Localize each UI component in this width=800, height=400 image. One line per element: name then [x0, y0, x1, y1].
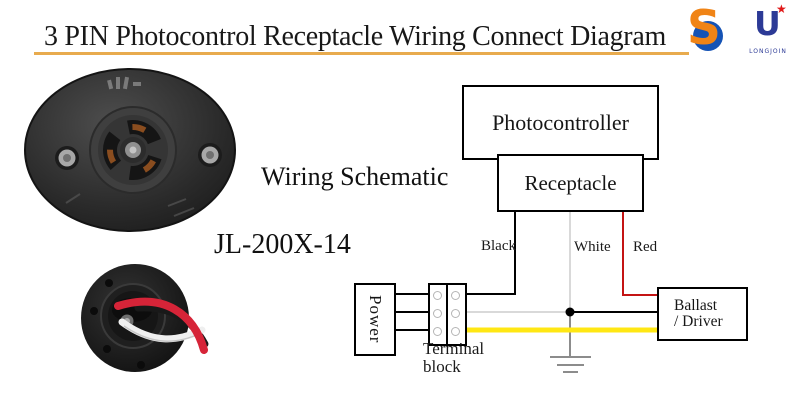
red-wire: [622, 208, 657, 296]
ballast-label-line1: Ballast: [674, 296, 718, 314]
terminal-hole: [451, 291, 460, 300]
company-swirl-logo: S: [684, 1, 732, 58]
terminal-hole: [433, 291, 442, 300]
power-box: Power: [354, 283, 396, 356]
base-screw-holes: [90, 279, 145, 369]
black-wire-label: Black: [481, 238, 516, 254]
terminal-hole: [451, 327, 460, 336]
photocontroller-box: Photocontroller: [462, 85, 659, 160]
star-icon: ★: [776, 2, 787, 16]
terminal-block-label: Terminal block: [423, 339, 485, 377]
longjoin-logo: U ★ LONGJOIN: [740, 2, 796, 58]
copper-contacts: [107, 124, 159, 176]
black-wire: [463, 208, 516, 295]
terminal-hole: [451, 309, 460, 318]
page-title: 3 PIN Photocontrol Receptacle Wiring Con…: [44, 21, 666, 52]
receptacle-box: Receptacle: [497, 154, 644, 212]
logo-u-icon: U: [754, 4, 781, 43]
power-wires: [392, 293, 428, 331]
mount-screw-left: [55, 146, 79, 170]
photocontroller-label: Photocontroller: [492, 109, 629, 135]
receptacle-label: Receptacle: [524, 170, 617, 195]
embossed-markings: [65, 193, 195, 217]
logo-s-icon: S: [687, 1, 721, 56]
longjoin-brand-text: LONGJOIN: [749, 48, 787, 55]
red-wire-label: Red: [633, 239, 658, 255]
red-lead-wire: [114, 297, 208, 354]
wiring-schematic-heading: Wiring Schematic: [261, 162, 449, 191]
junction-dot: [565, 307, 575, 317]
terminal-block-box: [428, 283, 467, 346]
title-underline: [34, 52, 689, 55]
terminal-block-divider: [446, 285, 448, 344]
terminal-block-label-line2: block: [423, 357, 461, 377]
model-number: JL-200X-14: [214, 229, 351, 260]
certification-mark: [107, 76, 141, 90]
terminal-hole: [433, 327, 442, 336]
ballast-label-line2: / Driver: [674, 313, 723, 330]
terminal-hole: [433, 309, 442, 318]
white-wire-label: White: [574, 239, 611, 255]
photo-receptacle-bottom-view: [81, 264, 209, 372]
twist-lock-hub: [89, 106, 177, 194]
photo-receptacle-top-view: [24, 68, 236, 232]
power-label: Power: [366, 295, 385, 344]
terminal-block-label-line1: Terminal: [423, 339, 485, 358]
mount-screw-right: [198, 143, 222, 167]
ground-symbol: [550, 314, 591, 373]
white-lead-shadow: [123, 325, 202, 342]
ballast-driver-box: Ballast / Driver: [657, 287, 748, 341]
logo-blue-ball: [693, 21, 723, 51]
